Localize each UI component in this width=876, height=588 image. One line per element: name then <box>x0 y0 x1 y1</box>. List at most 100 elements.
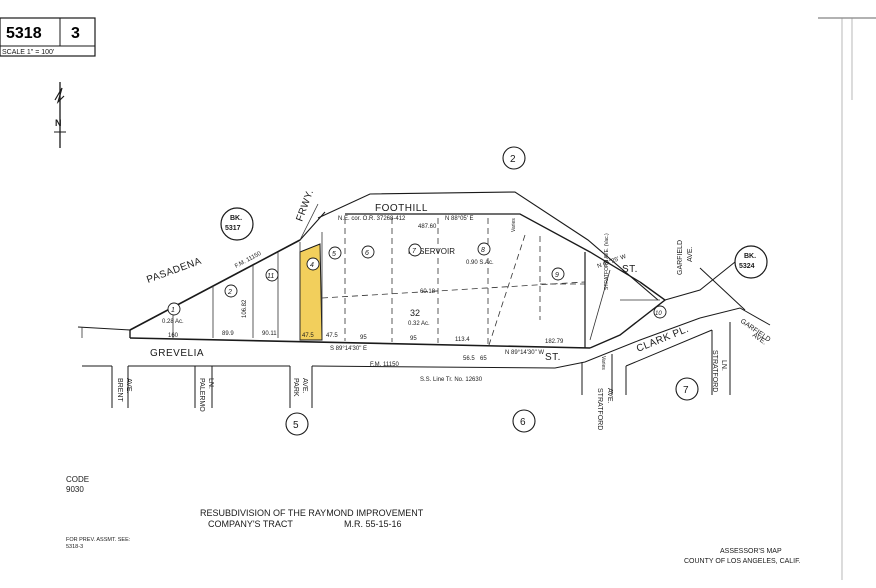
book-number: 5318 <box>6 25 42 42</box>
street-garfield-top-ave: AVE. <box>687 247 694 262</box>
svg-text:2: 2 <box>227 289 232 296</box>
street-stratford-ln-abbr: LN. <box>720 360 727 371</box>
svg-text:5318-3: 5318-3 <box>66 544 83 550</box>
parcel-10[interactable]: 10 <box>653 305 667 319</box>
svg-text:N 88°05' E: N 88°05' E <box>445 216 474 222</box>
svg-text:95: 95 <box>410 336 417 342</box>
svg-text:0.90 S.Ac.: 0.90 S.Ac. <box>466 260 494 266</box>
svg-text:56.5: 56.5 <box>463 356 475 362</box>
north-arrow: N <box>54 82 66 148</box>
street-foothill: FOOTHILL <box>375 203 428 214</box>
svg-text:9: 9 <box>555 272 559 279</box>
street-lines <box>77 191 771 408</box>
page-ref-6[interactable]: 6 <box>512 409 536 433</box>
street-garfield-top: GARFIELD <box>677 240 684 275</box>
svg-text:S.S. Line Tr. No. 12630: S.S. Line Tr. No. 12630 <box>420 377 483 383</box>
svg-text:47.5: 47.5 <box>302 333 314 339</box>
svg-text:65: 65 <box>480 356 487 362</box>
street-stratford: STRATFORD <box>596 388 603 430</box>
svg-text:5: 5 <box>293 420 299 431</box>
svg-text:89.9: 89.9 <box>222 331 234 337</box>
street-st-bottom: ST. <box>545 352 561 363</box>
svg-text:5324: 5324 <box>739 263 755 270</box>
parcel-32: 32 <box>410 308 420 318</box>
page-ref-7[interactable]: 7 <box>675 377 699 401</box>
svg-text:Varies: Varies <box>511 218 517 232</box>
svg-text:9030: 9030 <box>66 485 84 494</box>
svg-text:BK.: BK. <box>744 253 756 260</box>
svg-text:5317: 5317 <box>225 225 241 232</box>
svg-text:ASSESSOR'S MAP: ASSESSOR'S MAP <box>720 548 782 555</box>
svg-text:0.32 Ac.: 0.32 Ac. <box>408 321 430 327</box>
page-ref-2[interactable]: 2 <box>502 146 526 170</box>
svg-text:10: 10 <box>655 311 662 317</box>
street-park: PARK <box>292 378 299 397</box>
svg-text:8: 8 <box>481 247 485 254</box>
parcel-5[interactable]: 5 <box>328 246 342 260</box>
svg-text:6: 6 <box>520 417 526 428</box>
parcel-2[interactable]: 2 <box>224 284 238 298</box>
svg-text:7: 7 <box>412 248 417 255</box>
parcel-7[interactable]: 7 <box>408 243 422 257</box>
street-pasadena: PASADENA <box>145 256 203 286</box>
parcel-9[interactable]: 9 <box>551 267 565 281</box>
svg-text:0.28 Ac.: 0.28 Ac. <box>162 319 184 325</box>
svg-text:Varies: Varies <box>600 356 606 370</box>
north-label: N <box>55 118 62 128</box>
book-ref-5324[interactable]: BK. 5324 <box>734 245 768 279</box>
page-ref-5[interactable]: 5 <box>285 412 309 436</box>
book-ref-5317[interactable]: BK. 5317 <box>220 207 254 241</box>
street-palermo: PALERMO <box>198 378 205 412</box>
svg-text:6: 6 <box>365 250 369 257</box>
svg-text:95: 95 <box>360 335 367 341</box>
svg-text:1: 1 <box>171 307 175 314</box>
street-stratford-ln: STRATFORD <box>711 350 718 392</box>
parcel-6[interactable]: 6 <box>361 245 375 259</box>
parcel-8[interactable]: 8 <box>477 242 491 256</box>
street-labels: PASADENA FOOTHILL FRWY. GREVELIA ST. ST.… <box>116 188 772 430</box>
street-brent: BRENT <box>116 378 123 402</box>
svg-text:4: 4 <box>310 262 314 269</box>
code-block: CODE 9030 <box>66 475 89 494</box>
scale-label: SCALE 1" = 100' <box>2 49 54 56</box>
svg-text:RESUBDIVISION OF THE RAYMOND I: RESUBDIVISION OF THE RAYMOND IMPROVEMENT <box>200 508 424 518</box>
svg-text:N 89°14'30" W: N 89°14'30" W <box>505 350 544 356</box>
svg-text:90.11: 90.11 <box>262 331 277 337</box>
footer-credit: ASSESSOR'S MAP COUNTY OF LOS ANGELES, CA… <box>684 548 801 565</box>
svg-text:11: 11 <box>267 273 274 280</box>
svg-text:COMPANY'S TRACT: COMPANY'S TRACT <box>208 519 293 529</box>
svg-text:113.4: 113.4 <box>455 337 470 343</box>
parcel-11[interactable]: 11 <box>265 268 279 282</box>
svg-text:STRATFORD AVE. (Vac.): STRATFORD AVE. (Vac.) <box>604 233 610 290</box>
label-reservoir: RESERVOIR <box>408 247 455 256</box>
street-park-ave: AVE. <box>301 378 308 393</box>
svg-text:M.R. 55-15-16: M.R. 55-15-16 <box>344 519 402 529</box>
svg-text:182.79: 182.79 <box>545 339 564 345</box>
svg-text:S 89°14'30" E: S 89°14'30" E <box>330 346 367 352</box>
svg-text:BK.: BK. <box>230 215 242 222</box>
svg-text:60.18: 60.18 <box>420 289 436 295</box>
map-title: RESUBDIVISION OF THE RAYMOND IMPROVEMENT… <box>200 508 424 529</box>
right-margin-lines <box>818 17 876 580</box>
svg-text:160: 160 <box>168 333 179 339</box>
street-frwy: FRWY. <box>294 188 316 223</box>
street-st-right: ST. <box>622 264 638 275</box>
parcel-1[interactable]: 1 <box>167 302 181 316</box>
street-palermo-ln: LN. <box>207 378 214 389</box>
street-grevelia: GREVELIA <box>150 348 204 359</box>
svg-text:5: 5 <box>332 251 336 258</box>
svg-text:47.5: 47.5 <box>326 333 338 339</box>
header-box: 5318 3 SCALE 1" = 100' <box>0 17 96 57</box>
svg-text:2: 2 <box>510 154 516 165</box>
prev-assessment: FOR PREV. ASSMT. SEE: 5318-3 <box>66 537 131 550</box>
street-brent-ave: AVE. <box>125 378 132 393</box>
svg-text:COUNTY OF LOS ANGELES, CALIF.: COUNTY OF LOS ANGELES, CALIF. <box>684 558 801 565</box>
parcel-4[interactable]: 4 <box>306 257 320 271</box>
svg-text:CODE: CODE <box>66 475 89 484</box>
svg-text:FOR PREV. ASSMT. SEE:: FOR PREV. ASSMT. SEE: <box>66 537 131 543</box>
svg-text:7: 7 <box>683 385 689 396</box>
svg-text:487.60: 487.60 <box>418 224 437 230</box>
svg-text:106.82: 106.82 <box>242 299 248 318</box>
svg-text:F.M. 11150: F.M. 11150 <box>370 362 399 368</box>
